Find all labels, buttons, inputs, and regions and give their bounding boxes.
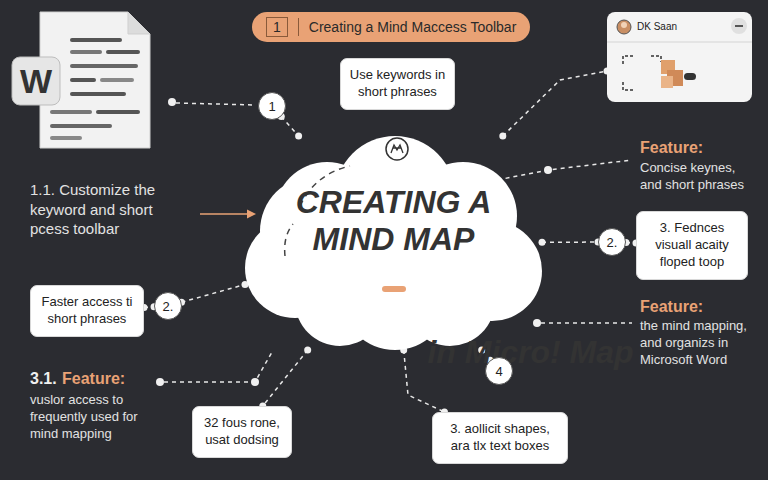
leader-line <box>541 322 632 324</box>
connector-dot <box>304 347 311 354</box>
node-text: 3. Fednces visuall acaity floped toop <box>645 220 739 271</box>
node-text: DK Saan <box>637 21 677 32</box>
connector-dot <box>499 133 506 140</box>
note-box: 32 fous rone, usat dodsing <box>192 406 292 458</box>
connector-line <box>263 350 308 406</box>
callout-circle: 2. <box>154 292 182 320</box>
feature-text: vuslor access to frequently used for min… <box>30 392 160 443</box>
node-text: 1 <box>268 99 275 114</box>
cloud-body <box>245 136 542 350</box>
feature-text: the mind mapping, and organizs in Micros… <box>640 318 762 369</box>
note-box: Use keywords in short phrases <box>340 58 455 110</box>
dot <box>156 378 164 386</box>
note-box: 3. Fednces visuall acaity floped toop <box>636 211 748 280</box>
leader-line <box>176 103 255 105</box>
connector-dot <box>295 133 302 140</box>
app-letter: W <box>12 57 60 105</box>
feature-heading: Feature: <box>62 370 125 388</box>
node-text: in Micro! Map <box>412 334 649 371</box>
minimize-button <box>731 18 747 34</box>
cloud-icon <box>386 138 408 160</box>
text-lines <box>52 40 138 138</box>
note-box: Faster access ti short phrases <box>30 285 144 337</box>
callout-circle: 2. <box>598 228 626 256</box>
connector <box>499 67 610 139</box>
avatar <box>617 20 631 34</box>
callout-circle: 1 <box>258 92 286 120</box>
feature-text: Concise keynes, and short phrases <box>640 160 760 194</box>
node-text: Faster access ti short phrases <box>39 294 135 328</box>
word-badge <box>12 57 60 105</box>
dot <box>251 378 259 386</box>
word-document-icon <box>12 12 150 148</box>
central-cloud: CREATING A MIND MAP in Micro! Map <box>245 136 542 350</box>
node-text: 3. aollicit shapes, ara tlx text boxes <box>441 421 559 455</box>
node-text: 2. <box>163 299 174 314</box>
feature-heading: Feature: <box>640 139 703 157</box>
connector-line <box>181 284 245 302</box>
subtitle-pill: in Micro! Map <box>382 286 406 292</box>
connector <box>539 239 602 246</box>
dot <box>544 166 552 174</box>
node-text: CREATING A MIND MAP <box>275 184 512 258</box>
page-fold <box>128 12 150 34</box>
leader-line <box>164 352 272 382</box>
dot <box>533 319 541 327</box>
avatar-face <box>621 22 627 28</box>
callout-circle: 4 <box>485 357 513 385</box>
cloud-accent <box>285 224 293 256</box>
node-text: Use keywords in short phrases <box>349 67 446 101</box>
connector-line <box>281 116 298 136</box>
node-text: 4 <box>495 364 502 379</box>
note-box: 3. aollicit shapes, ara tlx text boxes <box>432 412 568 464</box>
pointer-arrow <box>200 210 256 219</box>
title-pill: 1 Creating a Mind Maccess Toolbar <box>252 12 530 42</box>
connector <box>259 347 311 410</box>
section-number: 3.1. <box>30 370 57 388</box>
node-text: Creating a Mind Maccess Toolbar <box>298 18 517 36</box>
connector <box>278 113 302 140</box>
shape-square <box>661 76 673 88</box>
connector-dot <box>539 239 546 246</box>
connector-line <box>542 241 598 243</box>
annotation-text: 1.1. Customize the keyword and short pce… <box>30 180 195 239</box>
connector-line <box>503 71 607 136</box>
window-art <box>607 12 752 102</box>
minimize-dash <box>735 25 743 27</box>
shape-handle <box>684 73 696 80</box>
leader-line <box>482 160 632 183</box>
selection-frame <box>623 56 661 90</box>
node-text: 1 <box>266 17 288 37</box>
arrow-line <box>200 213 250 215</box>
icon-glyph <box>391 145 403 153</box>
app-window: DK Saan <box>607 12 752 102</box>
feature-heading: Feature: <box>640 298 703 316</box>
window-divider <box>607 42 752 43</box>
node-text: 32 fous rone, usat dodsing <box>201 415 283 449</box>
connector <box>178 281 249 306</box>
node-text: 2. <box>607 235 618 250</box>
arrow-head <box>247 210 256 219</box>
dot <box>168 98 176 106</box>
